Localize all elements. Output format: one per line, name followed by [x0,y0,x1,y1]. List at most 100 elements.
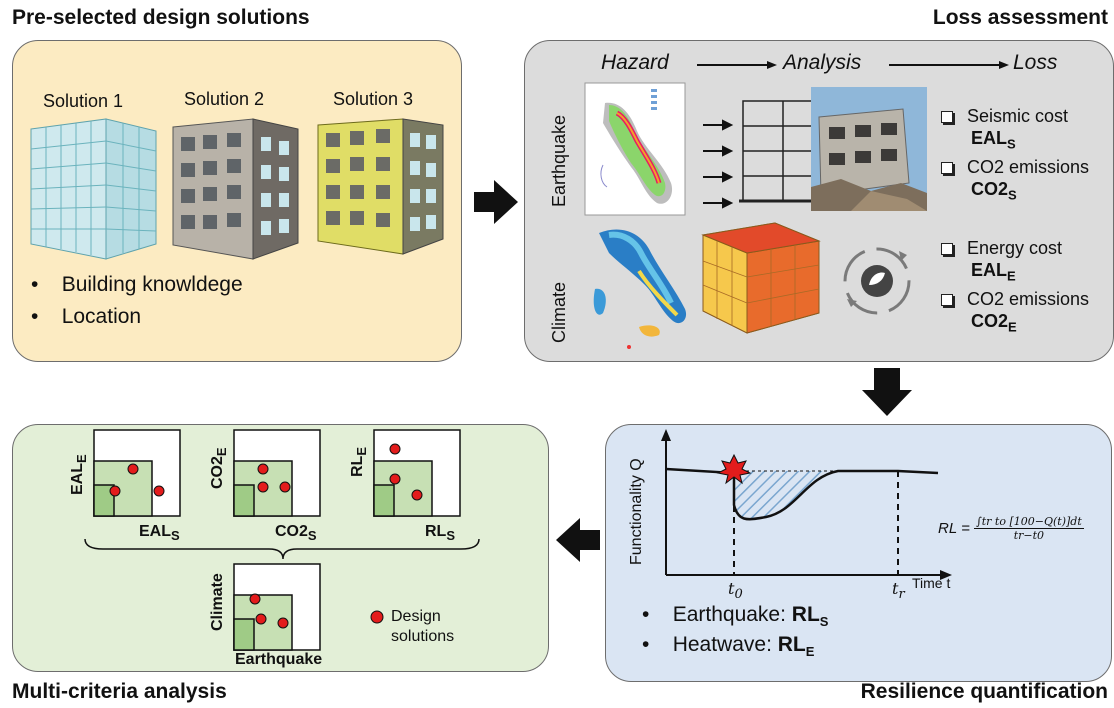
chart2-y-sub: E [214,447,230,457]
chart3-y-label: RLE [349,447,369,477]
co2-s-label: CO2 emissions [967,156,1090,177]
res-bullet-2-label: Heatwave: [672,633,778,656]
design-bullet-2: • Location [31,305,142,328]
glass-building-icon [30,118,157,260]
co2-s-item: CO2 emissions [941,156,1089,178]
co2-e-label: CO2 emissions [967,288,1090,309]
chart1-y-label: EALE [69,454,89,495]
hazard-header: Hazard [601,51,669,74]
rl-e-text: RL [777,633,806,656]
grouping-brace [84,538,480,560]
rl-s-text: RL [791,603,820,626]
design-bullet-1-text: Building knowldege [61,273,243,296]
formula-lhs: RL = [938,520,970,537]
rl-s-sub: S [819,614,829,630]
legend-line-2: solutions [391,628,455,645]
res-bullet-1: • Earthquake: RLS [642,603,829,630]
solution-3-label: Solution 3 [333,89,414,109]
formula-numerator: ∫tr to [100−Q(t)]dt [974,515,1084,529]
time-axis-label: Time t [912,575,951,591]
lateral-load-arrows-icon [703,119,734,209]
t0-tick-label: t0 [728,579,743,602]
analysis-header: Analysis [783,51,862,74]
checkbox-icon [941,243,953,256]
earthquake-loss-list: Seismic cost EALS CO2 emissions CO2S [941,105,1089,206]
co2-scatter-chart [233,429,321,517]
res-bullet-1-label: Earthquake: [672,603,792,626]
seismic-cost-item: Seismic cost [941,105,1089,127]
combined-y-label: Climate [209,573,226,631]
checkbox-icon [941,111,953,124]
solution-1-label: Solution 1 [43,91,124,111]
legend-line-1: Design [391,608,441,625]
chart1-x-text: EAL [139,523,171,540]
seismic-hazard-map-icon [584,82,686,216]
rl-scatter-chart [373,429,461,517]
damaged-building-photo-icon [811,87,927,211]
formula-fraction: ∫tr to [100−Q(t)]dt tr−t0 [974,515,1084,542]
checkbox-icon [941,293,953,306]
chart2-x-text: CO2 [275,523,308,540]
seismic-cost-label: Seismic cost [967,106,1069,126]
tr-text: t [892,579,899,598]
loss-header: Loss [1013,51,1058,74]
arrow-left-icon [556,518,600,562]
formula-denominator: tr−t0 [1013,529,1045,542]
eal-s-text: EAL [971,128,1007,148]
co2-e-item: CO2 emissions [941,288,1089,310]
chart1-x-label: EALS [139,523,180,543]
chart3-y-sub: E [354,447,370,456]
chart2-y-label: CO2E [209,447,229,489]
tr-sub: r [898,587,905,603]
chart1-x-sub: S [171,528,180,544]
loss-section-title: Loss assessment [932,6,1108,29]
chart2-x-label: CO2S [275,523,317,543]
eal-scatter-chart [93,429,181,517]
multi-criteria-panel: EALE EALS CO2E CO2S RLE RLS Climate Eart… [12,424,549,672]
co2-e-text: CO2 [971,310,1009,331]
solution-2-label: Solution 2 [184,89,265,109]
eal-e-metric: EALE [941,259,1089,288]
energy-cost-label: Energy cost [967,238,1063,258]
climate-loss-list: Energy cost EALE CO2 emissions CO2E [941,237,1089,338]
chart2-y-text: CO2 [209,456,226,489]
eal-e-sub: E [1007,268,1016,284]
chart3-x-text: RL [425,523,447,540]
energy-cost-item: Energy cost [941,237,1089,259]
chart1-y-text: EAL [69,463,86,495]
t0-text: t [728,579,735,598]
t0-sub: 0 [734,587,743,603]
chart3-y-text: RL [349,455,366,477]
combined-x-label: Earthquake [235,651,323,668]
eal-e-text: EAL [971,260,1007,280]
gray-building-icon [172,118,299,260]
eco-recycle-icon [843,247,911,315]
resilience-section-title: Resilience quantification [860,680,1108,703]
co2-e-metric: CO2E [941,310,1089,339]
legend-point-icon [370,610,384,624]
earthquake-row-label: Earthquake [549,114,569,207]
rl-e-sub: E [805,644,815,660]
chart1-y-sub: E [74,454,90,463]
co2-s-sub: S [1008,187,1017,203]
co2-s-text: CO2 [971,178,1009,199]
arrow-right-icon [474,180,518,224]
climate-zone-map-icon [593,229,687,349]
chart3-x-sub: S [446,528,455,544]
loss-assessment-panel: Hazard Analysis Loss Earthquake Climate [524,40,1114,362]
co2-s-metric: CO2S [941,178,1089,207]
eal-s-metric: EALS [941,127,1089,156]
thermal-building-model-icon [701,222,821,334]
resilience-curve-chart [661,429,952,580]
design-section-title: Pre-selected design solutions [12,6,310,29]
design-bullet-2-text: Location [61,305,142,328]
chart2-x-sub: S [307,528,317,544]
res-bullet-2: • Heatwave: RLE [642,633,815,660]
combined-scatter-chart [233,563,321,651]
design-bullet-1: • Building knowldege [31,273,243,296]
legend-label: Design solutions [391,607,454,647]
resilience-panel: Functionality Q t0 tr Time t RL = ∫tr to… [605,424,1112,682]
functionality-axis-label: Functionality Q [628,458,645,565]
eal-s-sub: S [1007,136,1016,152]
checkbox-icon [941,161,953,174]
